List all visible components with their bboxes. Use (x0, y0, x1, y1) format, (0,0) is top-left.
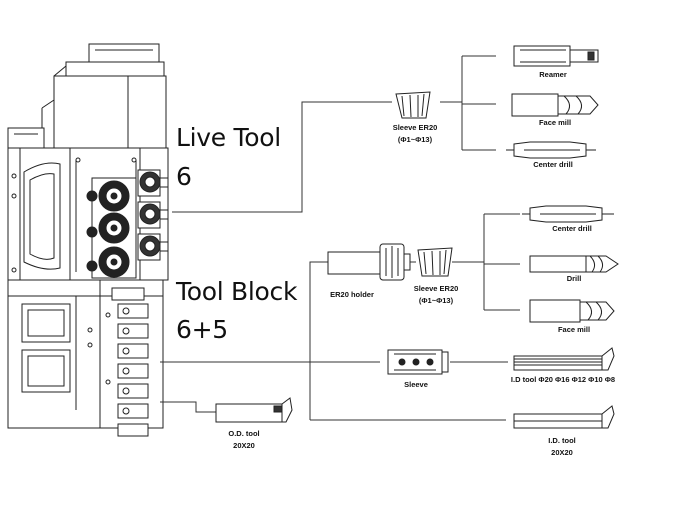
drill-icon (529, 255, 619, 273)
center-drill-mid-icon (522, 205, 614, 223)
sleeve-er20-top-range: (Φ1~Φ13) (397, 135, 433, 144)
drill-label: Drill (566, 274, 582, 283)
connector-lines (160, 55, 520, 421)
face-mill-mid-icon (529, 299, 615, 323)
sleeve-er20-top-icon (395, 91, 431, 119)
live-tool-count: 6 (176, 162, 192, 191)
live-tool-heads (137, 169, 169, 261)
id-tool-bundle-icon (513, 347, 615, 371)
sleeve-er20-mid-label: Sleeve ER20 (413, 284, 459, 293)
sleeve-er20-mid-icon (417, 247, 453, 277)
center-drill-top-label: Center drill (533, 160, 573, 169)
od-tool-size: 20X20 (233, 441, 255, 450)
tool-block-holders (111, 287, 149, 419)
er20-holder-icon (327, 243, 411, 281)
face-mill-mid-label: Face mill (557, 325, 591, 334)
od-tool-label: O.D. tool (228, 429, 260, 438)
center-drill-top-icon (506, 141, 596, 159)
sleeve-er20-top-label: Sleeve ER20 (392, 123, 438, 132)
sleeve-icon (387, 349, 449, 375)
er20-holder-label: ER20 holder (330, 290, 374, 299)
face-mill-top-label: Face mill (538, 118, 572, 127)
live-tool-label: Live Tool (176, 123, 281, 152)
tool-block-label: Tool Block (176, 277, 298, 306)
od-tool-icon (215, 397, 293, 423)
id-tool-list-label: I.D tool Φ20 Φ16 Φ12 Φ10 Φ8 (510, 375, 616, 384)
tool-block-count: 6+5 (176, 315, 228, 344)
id-tool-label: I.D. tool (548, 436, 576, 445)
face-mill-top-icon (511, 93, 599, 117)
sleeve-er20-mid-range: (Φ1~Φ13) (418, 296, 454, 305)
reamer-label: Reamer (539, 70, 567, 79)
center-drill-mid-label: Center drill (552, 224, 592, 233)
id-tool-size: 20X20 (551, 448, 573, 457)
id-tool-icon (513, 405, 615, 429)
live-tool-turret-discs (86, 177, 137, 279)
sleeve-label: Sleeve (404, 380, 428, 389)
reamer-icon (513, 45, 599, 67)
